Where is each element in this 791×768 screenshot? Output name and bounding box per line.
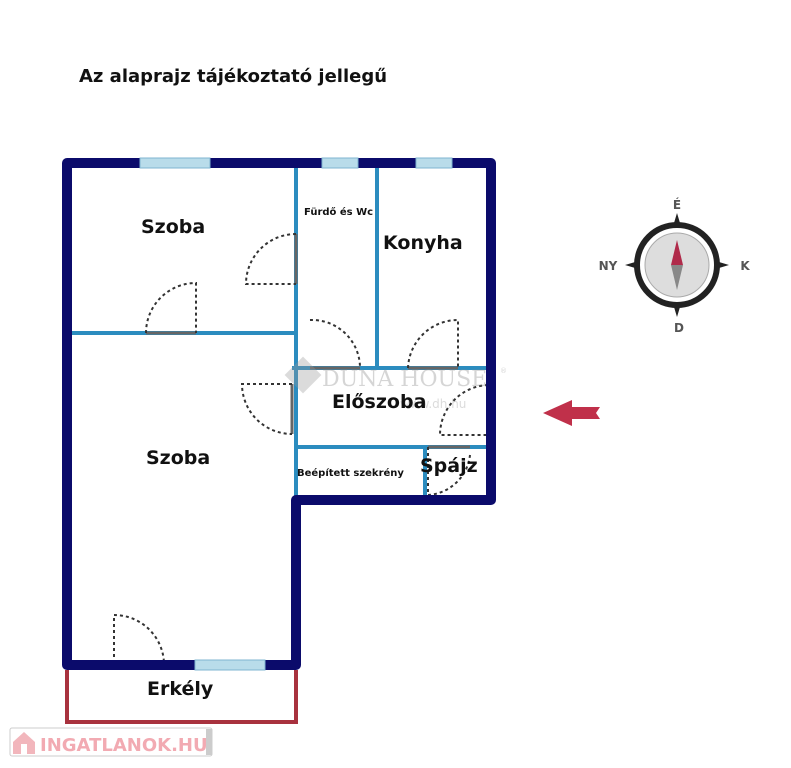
svg-text:NY: NY [599, 259, 618, 273]
entrance-arrow-icon [543, 400, 600, 426]
room-szoba-1: Szoba [141, 216, 205, 238]
windows [139, 157, 453, 671]
ingatlanok-logo: INGATLANOK.HU [9, 727, 213, 757]
outer-walls [62, 158, 496, 670]
room-szekreny: Beépített szekrény [297, 467, 404, 479]
room-eloszoba: Előszoba [332, 391, 426, 413]
compass-icon: É K D NY [599, 197, 751, 335]
svg-text:K: K [740, 259, 750, 273]
room-konyha: Konyha [383, 232, 463, 254]
balcony-outline [65, 670, 298, 724]
svg-text:É: É [673, 197, 681, 212]
svg-text:DUNA HOUSE: DUNA HOUSE [322, 367, 487, 392]
duna-house-watermark: DUNA HOUSE ® www.dh.hu [284, 356, 507, 411]
disclaimer-title: Az alaprajz tájékoztató jellegű [79, 66, 387, 87]
svg-text:INGATLANOK.HU: INGATLANOK.HU [40, 735, 208, 756]
room-erkely: Erkély [147, 678, 214, 700]
room-spajz: Spájz [420, 455, 478, 477]
door-swings [113, 233, 489, 664]
svg-text:D: D [674, 321, 684, 335]
svg-text:®: ® [500, 367, 507, 375]
svg-text:www.dh.hu: www.dh.hu [400, 397, 466, 411]
room-furdo: Fürdő és Wc [304, 206, 373, 218]
room-szoba-2: Szoba [146, 447, 210, 469]
